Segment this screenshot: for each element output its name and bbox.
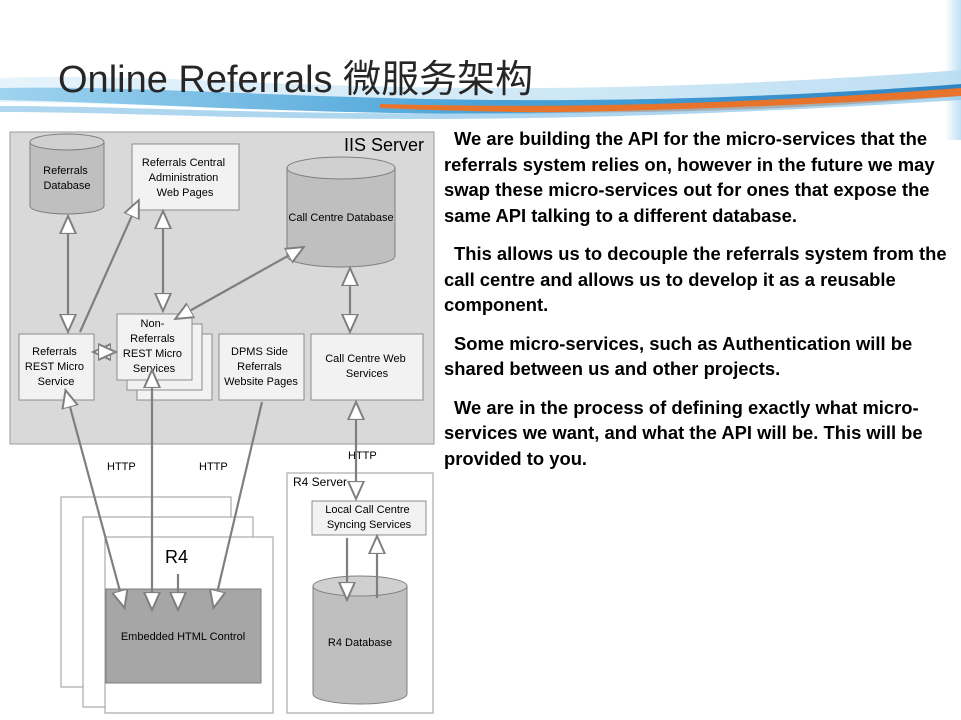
slide-title: Online Referrals 微服务架构: [58, 59, 534, 101]
arrow-nonref-callcentredb: [177, 248, 302, 318]
call-centre-database-label: Call Centre Database: [288, 212, 393, 224]
admin-line: Referrals Central: [142, 157, 225, 169]
body-text: We are building the API for the micro-se…: [444, 126, 956, 484]
embedded-html-label: Embedded HTML Control: [121, 631, 245, 643]
http-label-left: HTTP: [107, 461, 136, 473]
header-wave: [0, 0, 961, 140]
paragraph: We are building the API for the micro-se…: [444, 128, 935, 226]
non-referrals-line: Referrals: [130, 333, 175, 345]
call-centre-database: Call Centre Database: [286, 156, 396, 268]
paragraph: We are in the process of defining exactl…: [444, 396, 923, 469]
paragraph: This allows us to decouple the referrals…: [444, 243, 947, 315]
referrals-database: Referrals Database: [29, 133, 105, 215]
r4-database-label: R4 Database: [328, 637, 392, 649]
call-centre-web-box: Call Centre Web Services: [310, 333, 424, 401]
referrals-rest-line: Service: [38, 376, 75, 388]
referrals-central-admin-box: Referrals Central Administration Web Pag…: [131, 143, 240, 211]
svg-text:Referrals Central Admi: Referrals Central Administration Web Pag…: [142, 157, 228, 199]
referrals-rest-box: Referrals REST Micro Service: [18, 333, 95, 401]
local-call-centre-line: Local Call Centre: [325, 504, 409, 516]
admin-line: Web Pages: [157, 187, 214, 199]
svg-text:Referrals REST Micro: Referrals REST Micro Service: [25, 346, 87, 388]
local-call-centre-line: Syncing Services: [327, 519, 412, 531]
local-call-centre-box: Local Call Centre Syncing Services: [311, 500, 427, 536]
embedded-html-control: Embedded HTML Control: [105, 588, 262, 684]
dpms-line: Website Pages: [224, 376, 298, 388]
non-referrals-line: REST Micro: [123, 348, 182, 360]
referrals-database-line: Database: [43, 180, 90, 192]
non-referrals-rest-stack: Non- Referrals REST Micro Services: [116, 313, 213, 401]
non-referrals-line: Services: [133, 363, 176, 375]
call-centre-web-line: Services: [346, 368, 389, 380]
admin-line: Administration: [149, 172, 219, 184]
referrals-rest-line: Referrals: [32, 346, 77, 358]
paragraph: Some micro-services, such as Authenticat…: [444, 332, 913, 380]
dpms-line: DPMS Side: [231, 346, 288, 358]
dpms-side-box: DPMS Side Referrals Website Pages: [218, 333, 305, 401]
dpms-line: Referrals: [237, 361, 282, 373]
http-label-middle: HTTP: [199, 461, 228, 473]
svg-text:DPMS Side Referrals: DPMS Side Referrals Website Pages: [224, 346, 298, 388]
svg-text:Call Centre Web Servic: Call Centre Web Services: [325, 353, 409, 380]
call-centre-web-line: Call Centre Web: [325, 353, 406, 365]
referrals-rest-line: REST Micro: [25, 361, 84, 373]
arrow-refrest-embedded: [66, 392, 124, 606]
svg-text:Local Call Centre Sync: Local Call Centre Syncing Services: [325, 504, 412, 531]
non-referrals-line: Non-: [141, 318, 165, 330]
svg-text:Referrals Database: Referrals Database: [43, 165, 91, 192]
arrow-refrest-admin: [78, 202, 138, 333]
referrals-database-line: Referrals: [43, 165, 88, 177]
iis-server-label: IIS Server: [344, 135, 424, 155]
arrow-dpms-embedded: [214, 401, 264, 606]
r4-server-label: R4 Server: [293, 475, 347, 489]
http-label-right: HTTP: [348, 450, 377, 462]
r4-database: R4 Database: [312, 575, 408, 705]
architecture-diagram: IIS Server Referrals Database Referrals …: [9, 131, 435, 714]
r4-label: R4: [165, 547, 188, 567]
